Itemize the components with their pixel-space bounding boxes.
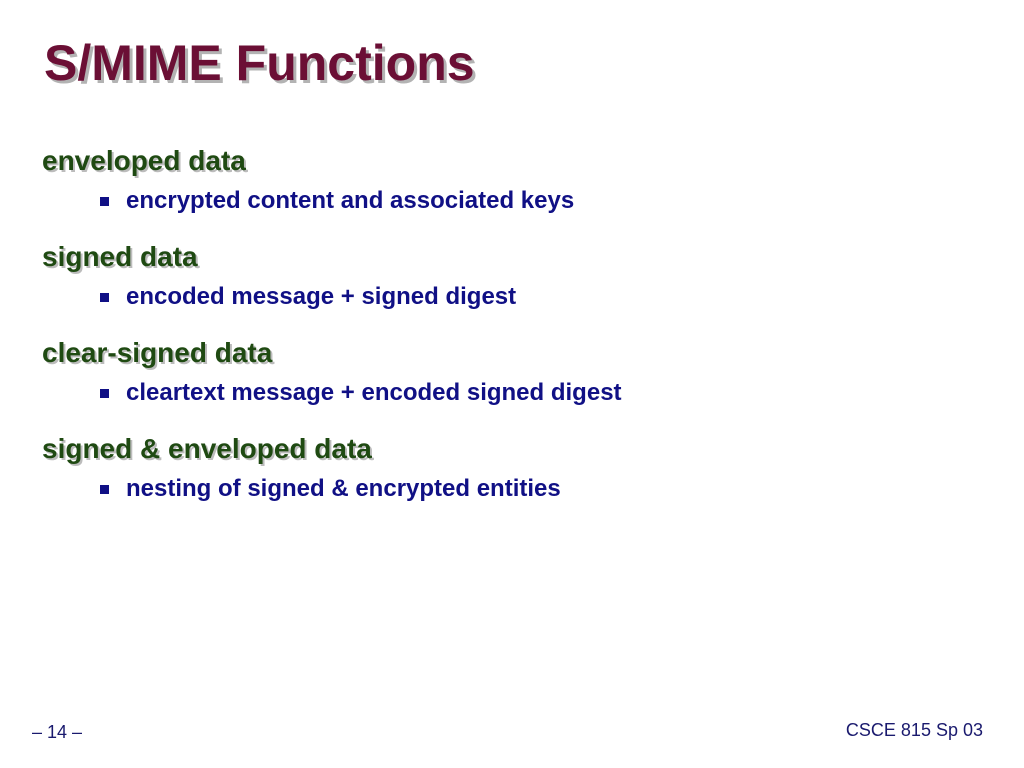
slide-content: enveloped data encrypted content and ass… xyxy=(42,143,1002,527)
section-enveloped-data: enveloped data encrypted content and ass… xyxy=(42,143,1002,217)
square-bullet-icon xyxy=(100,389,109,398)
bullet-item: cleartext message + encoded signed diges… xyxy=(100,377,1002,409)
bullet-list: encrypted content and associated keys xyxy=(42,185,1002,217)
section-clear-signed-data: clear-signed data cleartext message + en… xyxy=(42,335,1002,409)
bullet-item: encoded message + signed digest xyxy=(100,281,1002,313)
section-heading: clear-signed data xyxy=(42,337,273,368)
bullet-item: nesting of signed & encrypted entities xyxy=(100,473,1002,505)
bullet-list: encoded message + signed digest xyxy=(42,281,1002,313)
bullet-text: encoded message + signed digest xyxy=(126,283,517,310)
square-bullet-icon xyxy=(100,485,109,494)
section-heading: signed data xyxy=(42,241,198,272)
section-heading: signed & enveloped data xyxy=(42,433,372,464)
footer-course-label: CSCE 815 Sp 03 xyxy=(845,720,983,740)
bullet-list: cleartext message + encoded signed diges… xyxy=(42,377,1002,409)
bullet-text: cleartext message + encoded signed diges… xyxy=(126,379,622,406)
section-signed-enveloped-data: signed & enveloped data nesting of signe… xyxy=(42,431,1002,505)
bullet-item: encrypted content and associated keys xyxy=(100,185,1002,217)
section-signed-data: signed data encoded message + signed dig… xyxy=(42,239,1002,313)
bullet-text: nesting of signed & encrypted entities xyxy=(126,475,561,502)
bullet-list: nesting of signed & encrypted entities xyxy=(42,473,1002,505)
square-bullet-icon xyxy=(100,293,109,302)
section-heading: enveloped data xyxy=(42,145,246,176)
footer-page-number: – 14 – xyxy=(32,722,83,742)
slide-title: S/MIME Functions xyxy=(44,35,475,91)
bullet-text: encrypted content and associated keys xyxy=(126,187,575,214)
square-bullet-icon xyxy=(100,197,109,206)
